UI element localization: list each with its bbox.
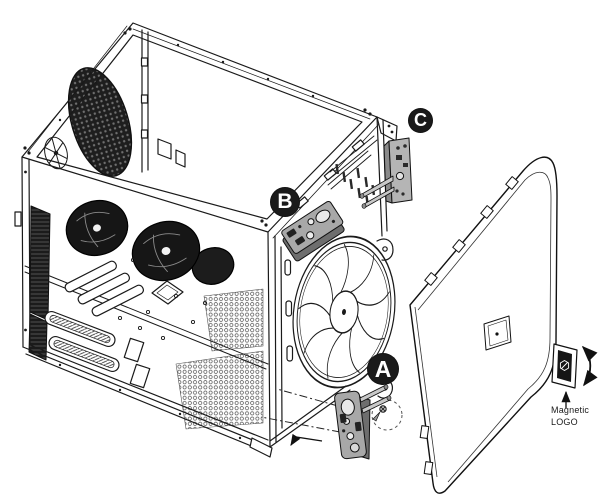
callout-b-badge: B [270,187,300,217]
front-foot [249,437,273,458]
io-bracket-a [334,384,403,460]
front-fan [292,235,396,399]
rear-corner-bracket [376,116,398,142]
ram-slots [64,260,144,317]
left-front-edge [21,156,31,348]
front-corner-edge [267,231,283,448]
bottom-vent-mesh [175,288,264,430]
small-fan-wheel [44,136,68,170]
rear-rails [327,135,378,190]
rail-hook-slots [295,139,365,209]
rotate-arrow-icon [581,345,598,387]
logo-emboss [483,315,512,351]
annotation-line2: LOGO [551,416,578,427]
rear-vent-slats [335,163,376,207]
logo-plate [551,343,598,408]
io-bracket-c [359,137,413,209]
io-bracket-b [281,200,345,262]
callout-a-badge: A [367,353,399,385]
chassis [14,22,398,458]
alignment-guides [260,388,341,446]
bottom-rail [22,344,271,453]
brand-hexagon-icon [559,360,570,371]
side-fan-mesh [67,67,133,177]
cable-bracket [29,205,51,321]
panel-hook-tabs [424,176,519,286]
insert-arrow-icon [290,433,323,446]
side-panel [409,156,558,494]
standoff-holes [117,257,208,341]
interior-brackets [157,138,186,168]
cpu-cooler-fans [65,199,235,285]
screw-guide-circle [371,399,403,431]
screw [372,405,387,422]
magnetic-logo-annotation: Magnetic LOGO [551,405,607,428]
drive-bay-slots [44,310,151,389]
cpu-socket [151,280,184,305]
callout-c-badge: C [408,108,433,133]
annotation-line1: Magnetic [551,405,590,415]
